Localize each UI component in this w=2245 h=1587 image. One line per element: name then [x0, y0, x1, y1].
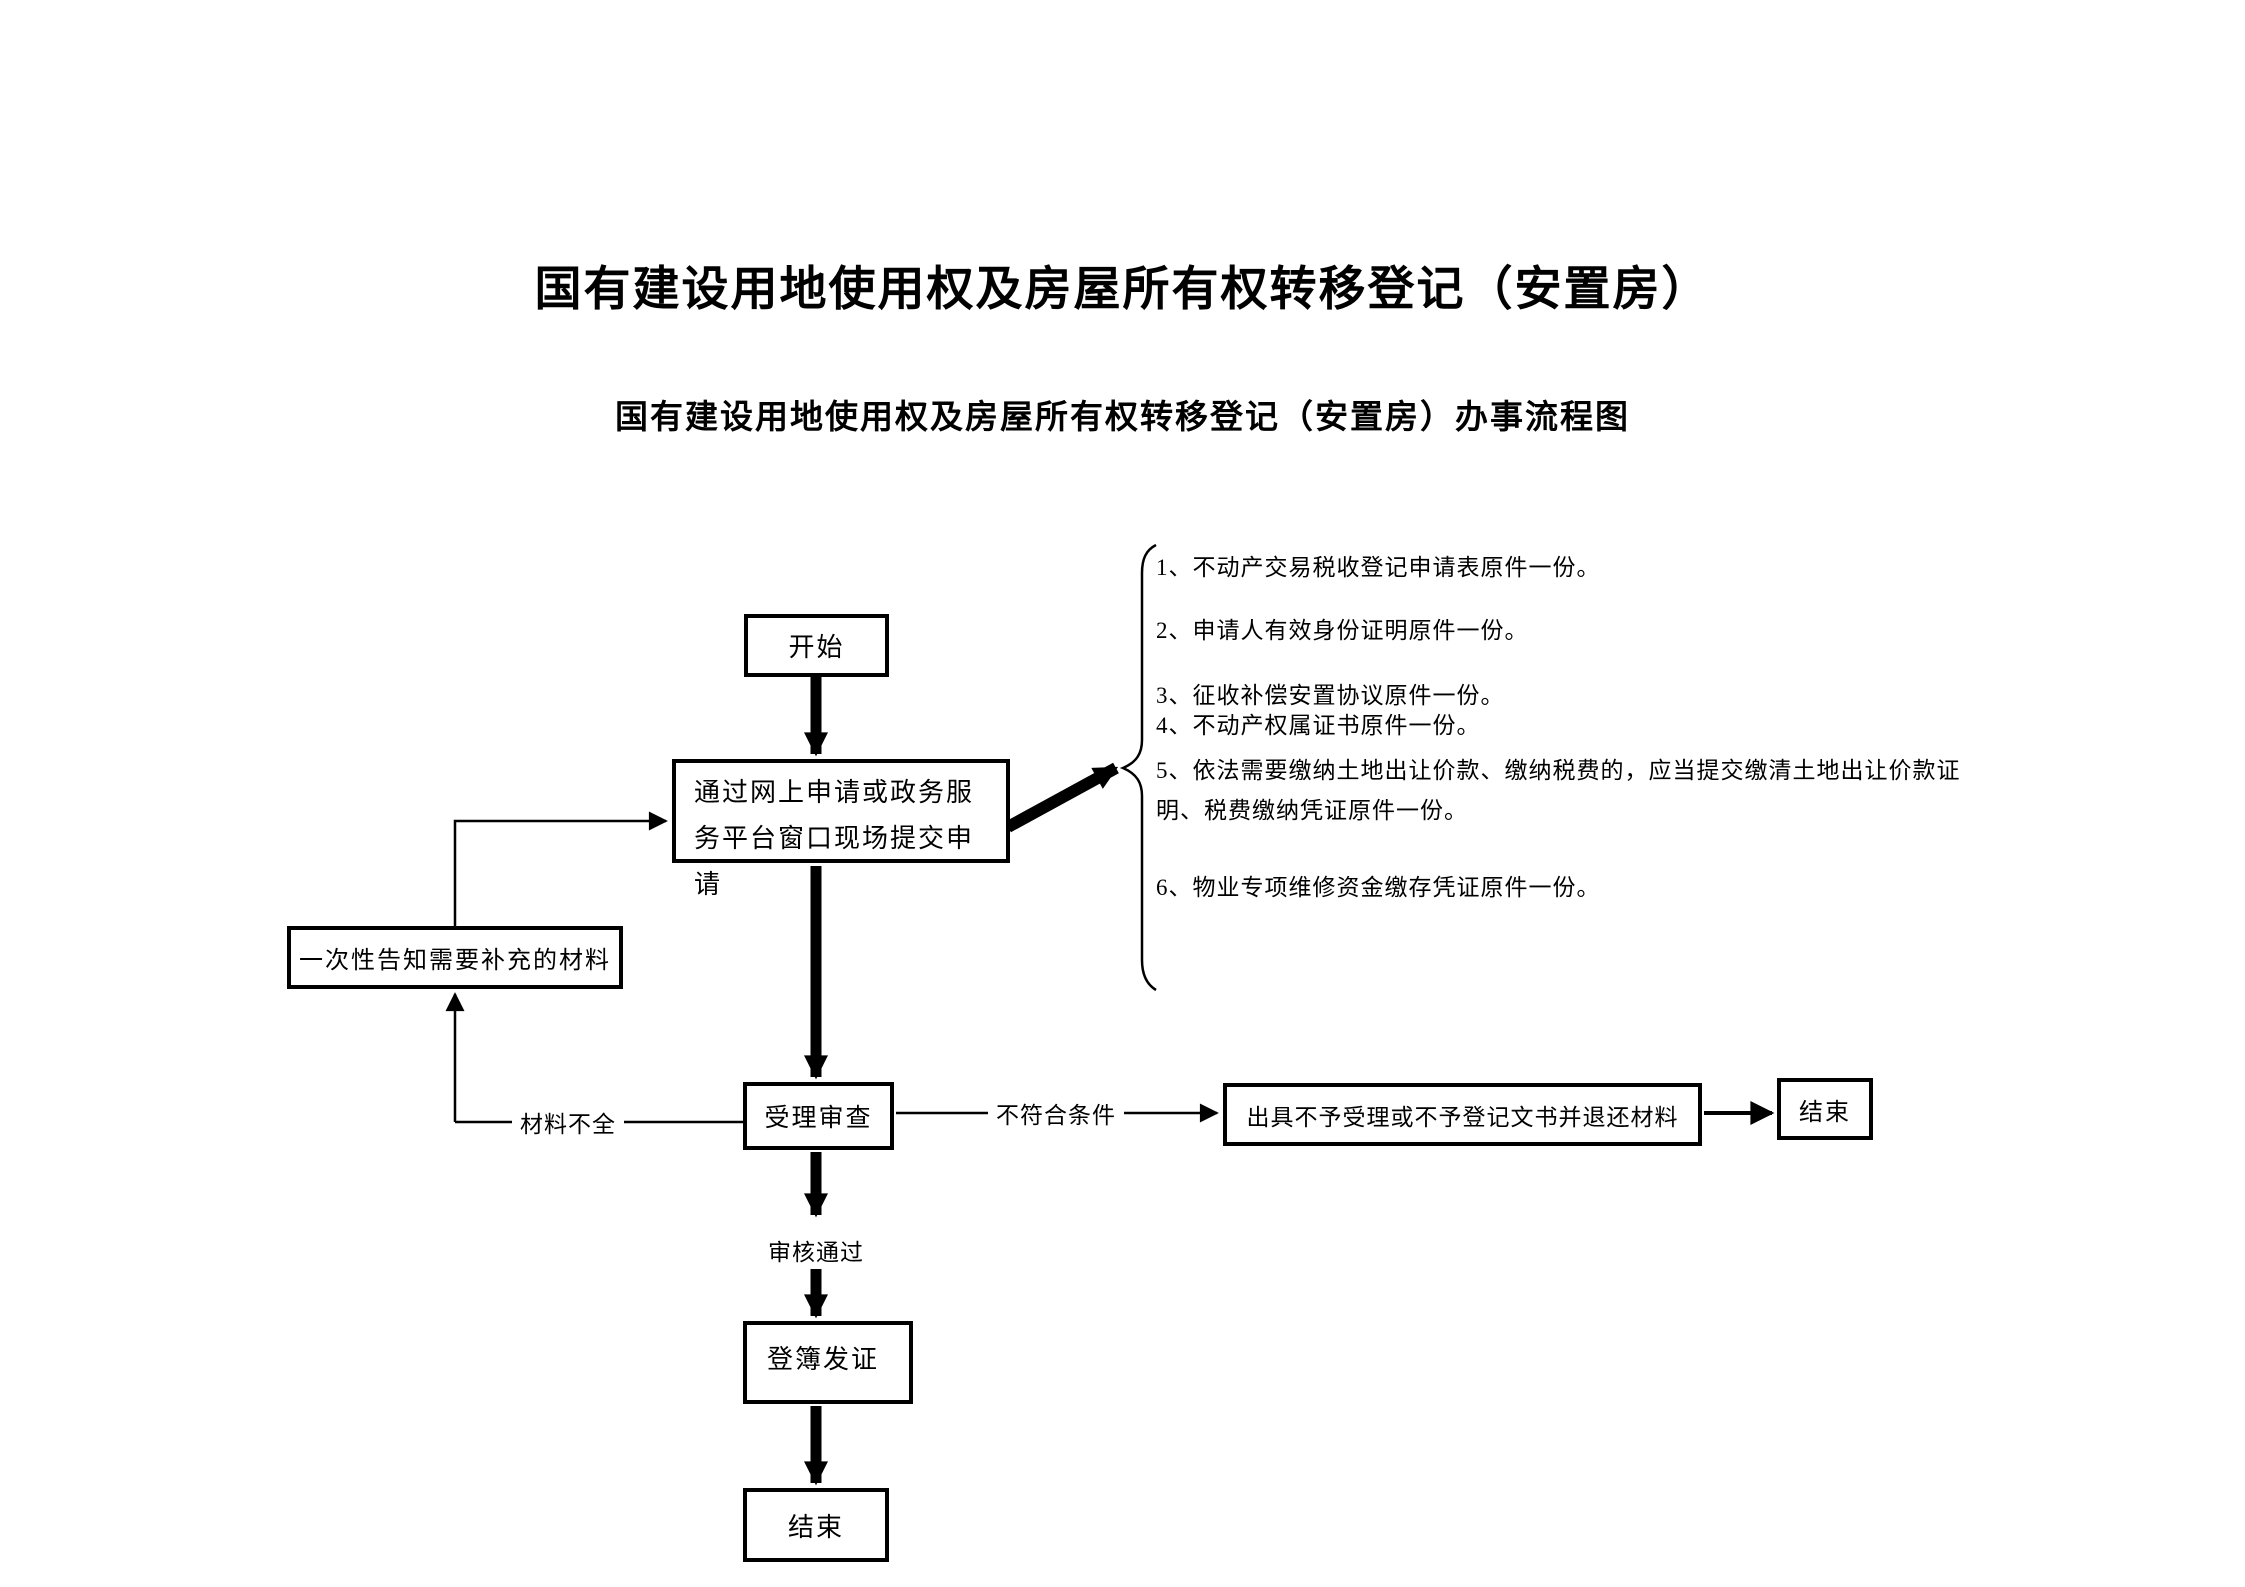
edge-label-not-qualified: 不符合条件	[988, 1094, 1124, 1132]
arrow-submit-to-materials	[1005, 762, 1119, 833]
material-item-5: 5、依法需要缴纳土地出让价款、缴纳税费的，应当提交缴清土地出让价款证明、税费缴纳…	[1156, 758, 1961, 823]
node-register-issue: 登簿发证	[743, 1321, 913, 1404]
edge-label-materials-incomplete: 材料不全	[512, 1103, 624, 1141]
edge-label-review-approved: 审核通过	[760, 1231, 872, 1269]
material-item-1: 1、不动产交易税收登记申请表原件一份。	[1156, 555, 1601, 580]
node-review: 受理审查	[743, 1082, 894, 1150]
node-start: 开始	[744, 614, 889, 677]
node-submit-application: 通过网上申请或政务服务平台窗口现场提交申请	[672, 759, 1010, 899]
node-end-reject: 结束	[1777, 1078, 1873, 1140]
arrow-notify-to-submit	[453, 811, 668, 926]
materials-brace	[1119, 543, 1157, 992]
material-item-3: 3、征收补偿安置协议原件一份。	[1156, 683, 1505, 708]
page-title: 国有建设用地使用权及房屋所有权转移登记（安置房）	[534, 264, 1711, 316]
material-item-6: 6、物业专项维修资金缴存凭证原件一份。	[1156, 875, 1601, 900]
material-item-4: 4、不动产权属证书原件一份。	[1156, 713, 1481, 738]
node-notify-supplement: 一次性告知需要补充的材料	[287, 926, 623, 989]
node-end: 结束	[743, 1488, 889, 1562]
node-reject-return: 出具不予受理或不予登记文书并退还材料	[1223, 1083, 1702, 1146]
material-item-2: 2、申请人有效身份证明原件一份。	[1156, 618, 1529, 643]
page-subtitle: 国有建设用地使用权及房屋所有权转移登记（安置房）办事流程图	[615, 400, 1630, 436]
